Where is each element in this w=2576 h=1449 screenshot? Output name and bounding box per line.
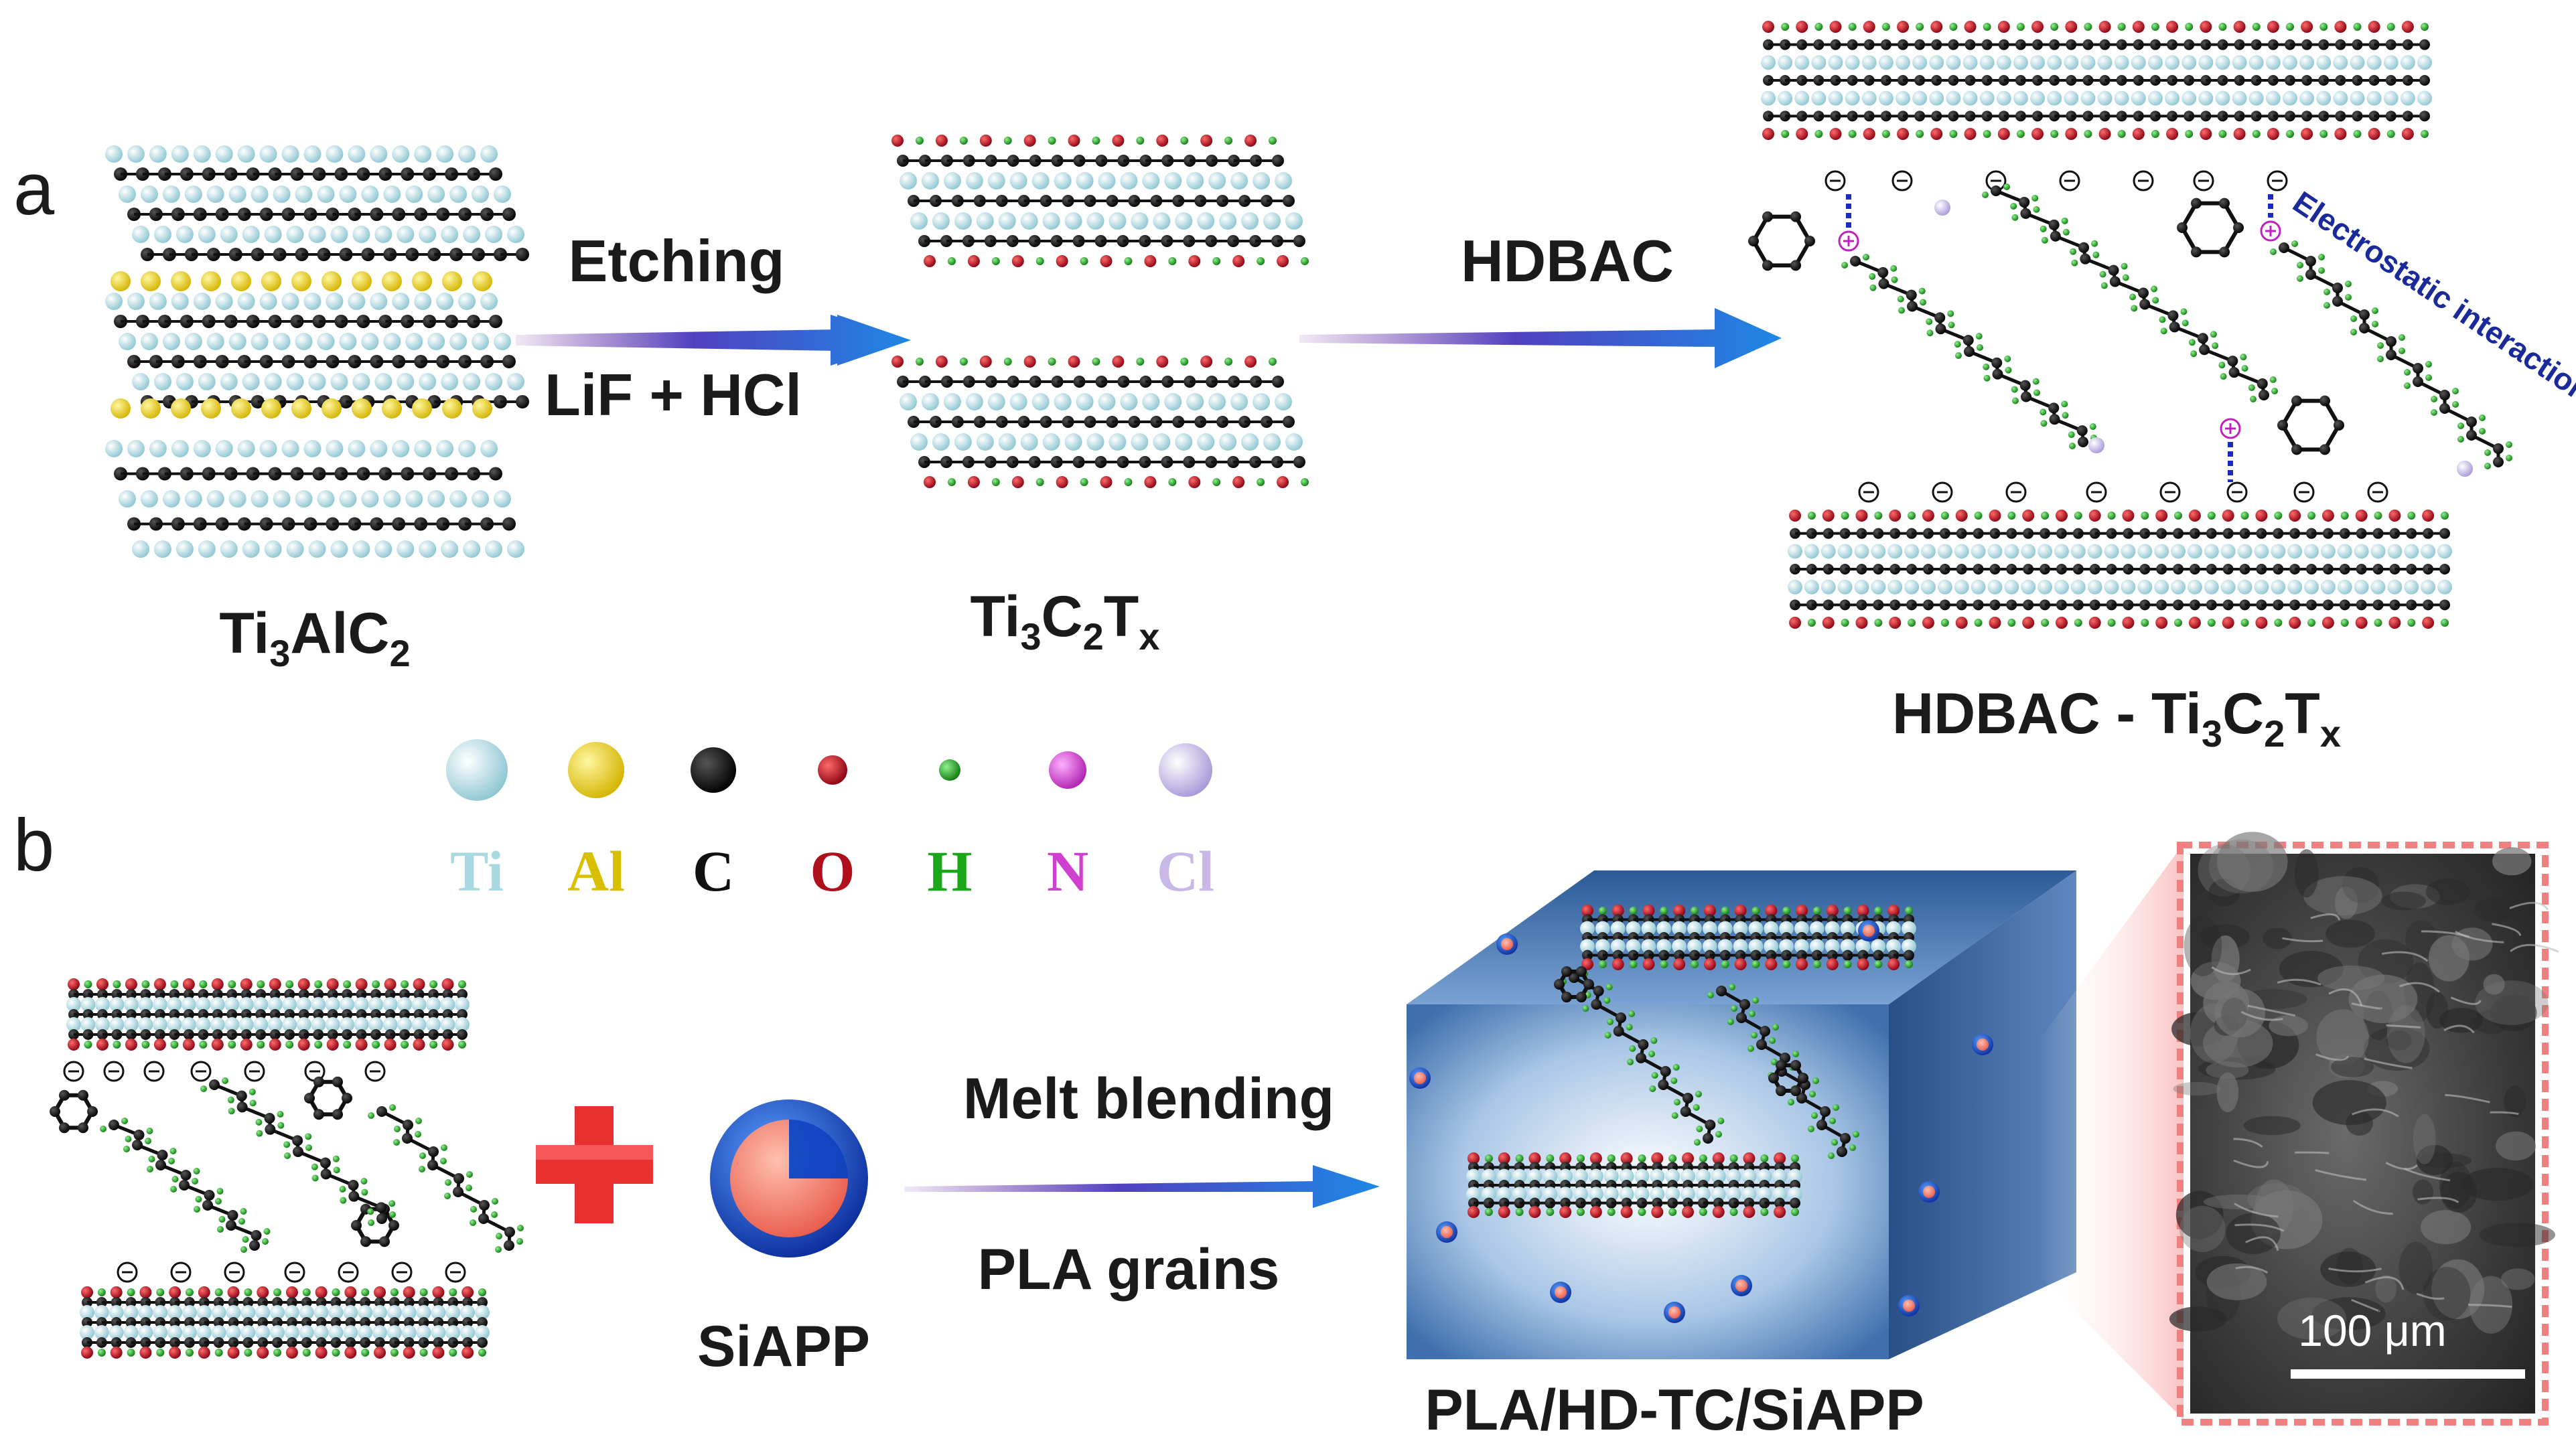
siapp-label: SiAPP: [697, 1314, 870, 1379]
ti3c2tx-label: Ti3C2Tx: [971, 585, 1160, 658]
electrostatic-annotation: Electrostatic interaction: [2287, 184, 2576, 409]
process-top-label: Melt blending: [963, 1067, 1334, 1131]
legend-al-label: Al: [567, 839, 625, 903]
legend-o-icon: [818, 755, 847, 785]
hd-tc-structure: [50, 978, 524, 1359]
legend-cl-label: Cl: [1157, 839, 1214, 903]
hdbac-mxene-top-sheet: [1761, 21, 2432, 140]
legend-c-icon: [691, 747, 736, 793]
legend-ti-label: Ti: [450, 839, 504, 903]
step2-arrow: [1299, 308, 1782, 368]
siapp-particle-icon: [710, 1099, 868, 1257]
atom-legend: Ti Al C O H N Cl: [446, 739, 1214, 903]
step1-top-label: Etching: [569, 228, 785, 294]
step1-arrow-shape: [516, 315, 911, 366]
hdbac-intercalated-chains: [1748, 170, 2512, 503]
legend-n-label: N: [1047, 839, 1088, 903]
plus-icon: [536, 1106, 653, 1223]
legend-ti-icon: [446, 739, 508, 801]
process-bottom-label: PLA grains: [978, 1237, 1280, 1302]
legend-cl-icon: [1159, 743, 1212, 797]
sem-scale-label: 100 μm: [2298, 1306, 2446, 1355]
panel-a-label: a: [13, 148, 55, 230]
hdbac-mxene-bottom-sheet: [1788, 510, 2452, 629]
composite-internal-structure: [1409, 905, 1993, 1323]
composite-label: PLA/HD-TC/SiAPP: [1425, 1378, 1924, 1442]
process-arrow: [904, 1165, 1380, 1208]
legend-h-icon: [939, 759, 960, 781]
legend-h-label: H: [928, 839, 973, 903]
legend-n-icon: [1049, 751, 1086, 789]
panel-b-label: b: [13, 804, 54, 887]
ti3c2tx-structure: [891, 135, 1309, 488]
legend-o-label: O: [810, 839, 855, 903]
legend-c-label: C: [693, 839, 734, 903]
ti3alc2-label: Ti3AlC2: [219, 601, 410, 674]
legend-al-icon: [568, 742, 624, 798]
sem-image: 100 μm: [2036, 832, 2559, 1426]
step1-bottom-label: LiF + HCl: [545, 362, 802, 428]
step2-label: HDBAC: [1461, 228, 1674, 294]
hdbac-ti3c2tx-label: HDBAC - Ti3C2Tx: [1892, 682, 2341, 755]
ti3alc2-structure: [105, 145, 529, 558]
